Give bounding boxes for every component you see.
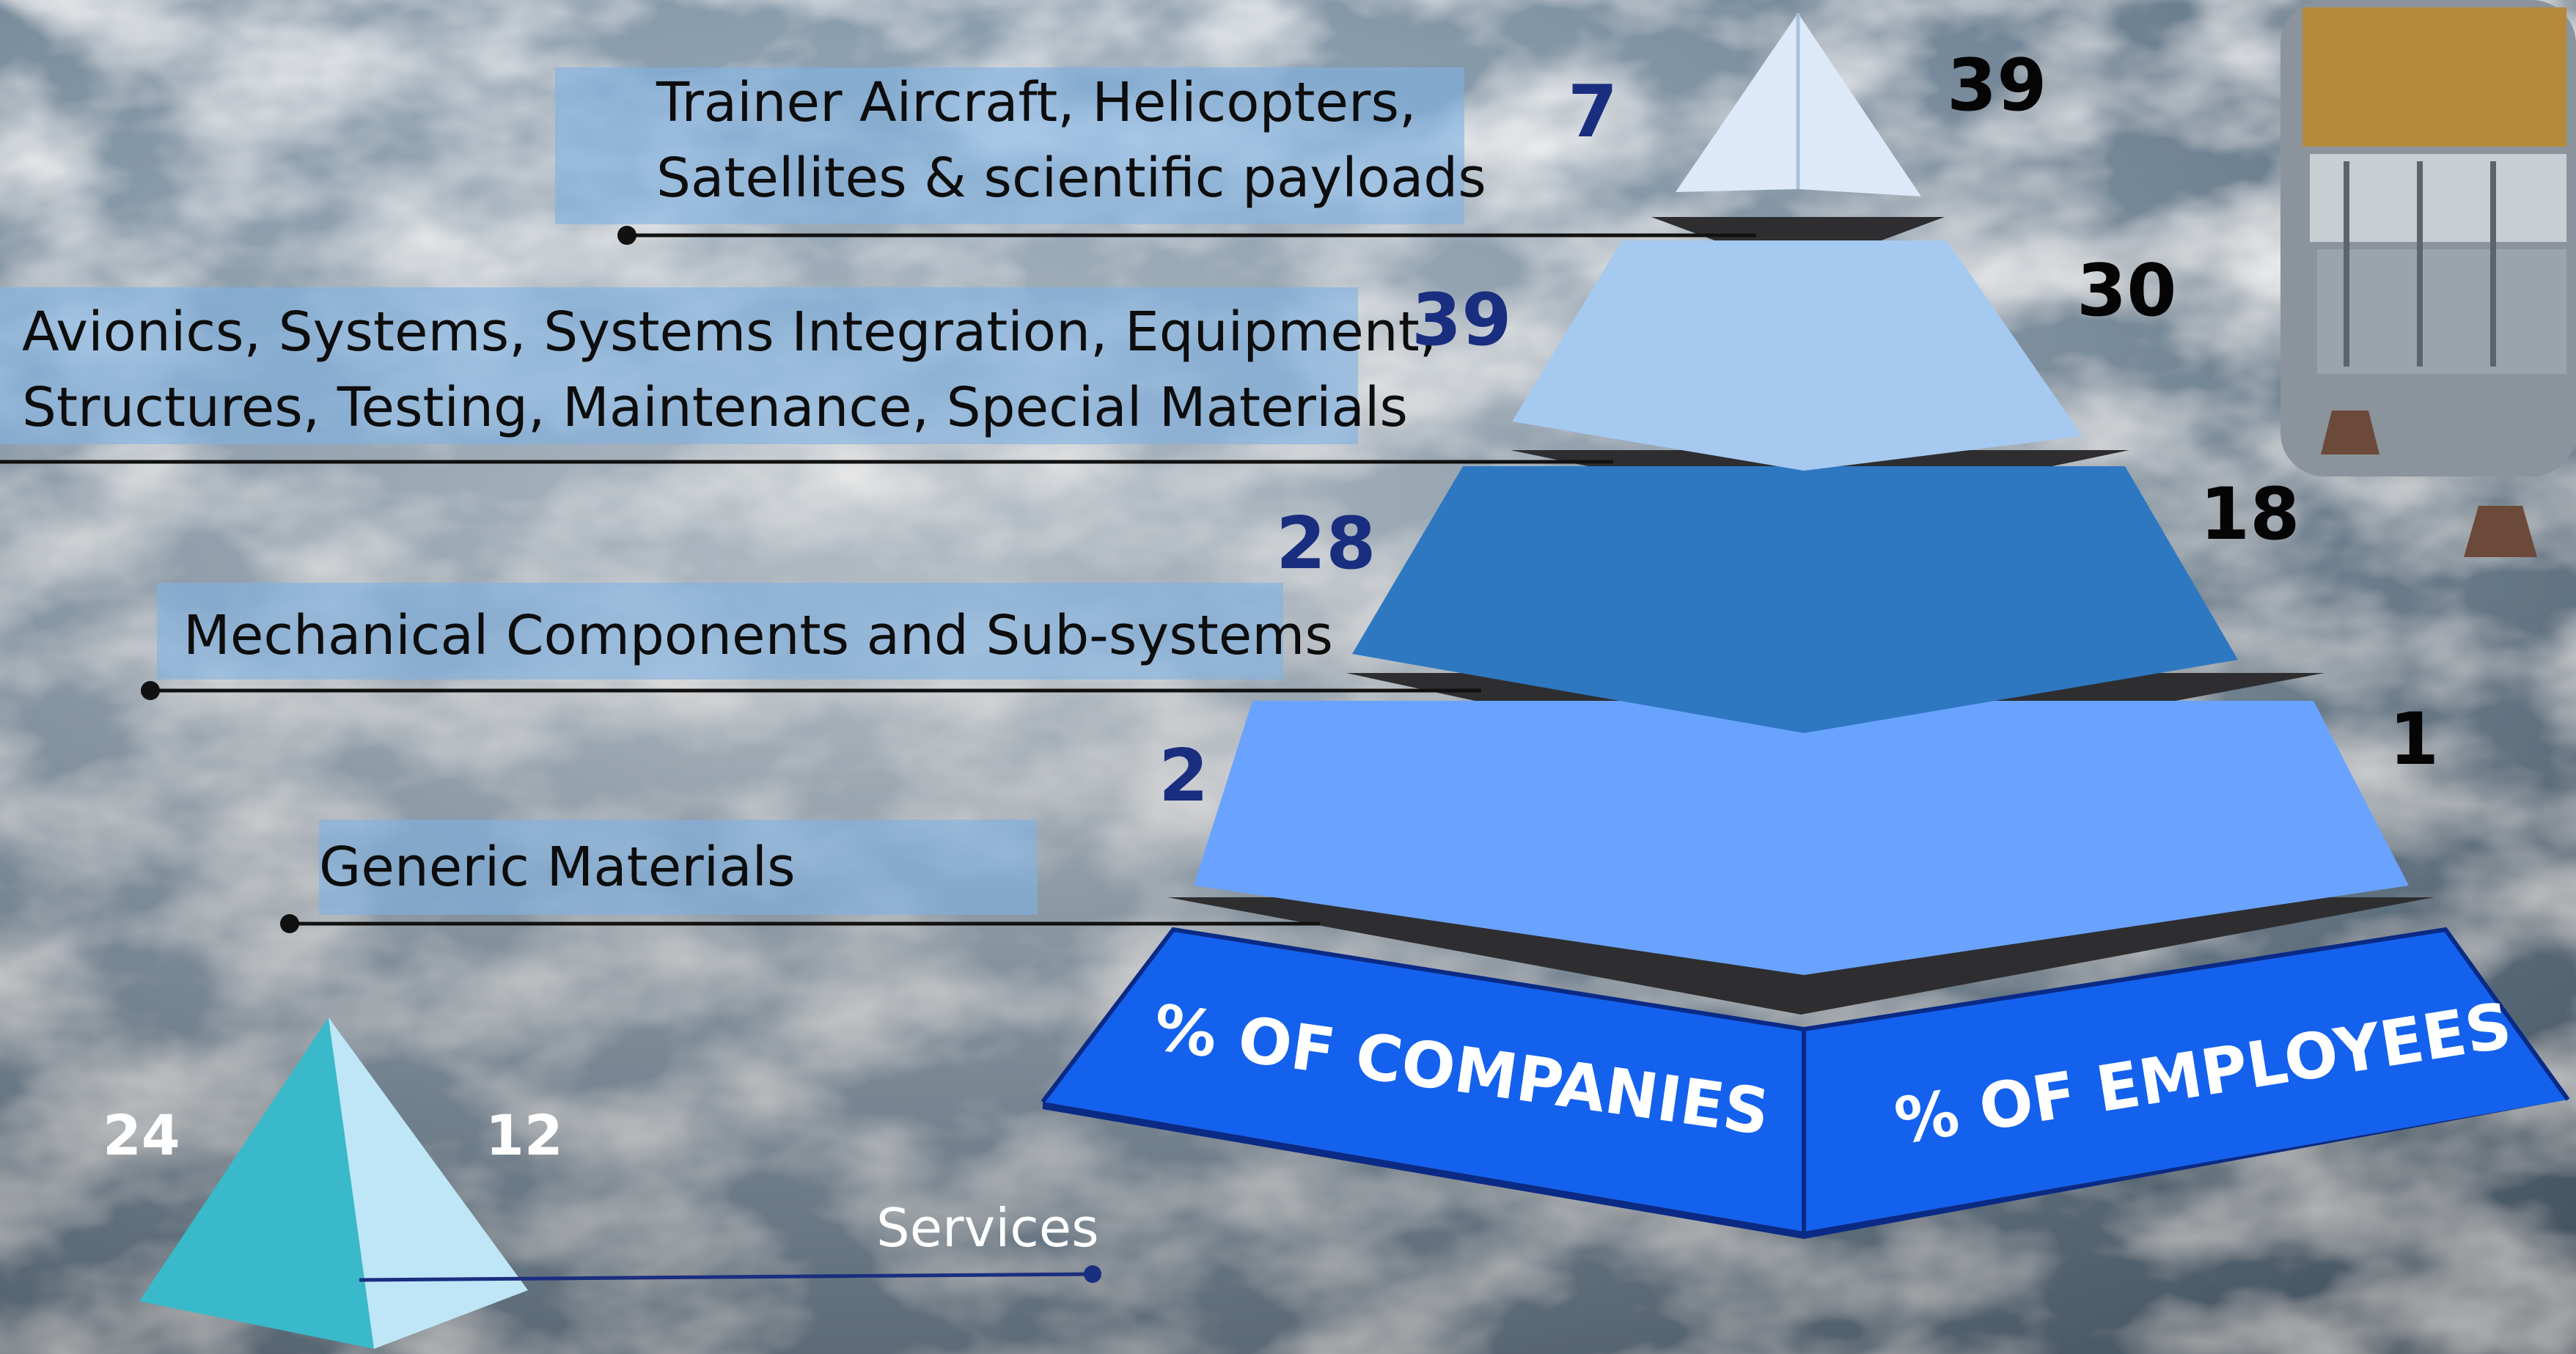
label-2: Avionics, Systems, Systems Integration, … [0,287,1613,464]
tier-generic-materials [1194,701,2409,975]
label-1-line-1: Trainer Aircraft, Helicopters, [656,71,1417,134]
tier-trainer-aircraft [1676,13,1921,196]
services-employees-pct: 12 [485,1103,563,1168]
label-4: Generic Materials [280,820,1320,933]
label-1-line-2: Satellites & scientific payloads [656,147,1486,210]
tier-avionics-systems [1512,240,2083,471]
tier-3-companies-pct: 28 [1276,502,1376,586]
tier-2-employees-pct: 30 [2077,249,2176,333]
companies-percentages: 7 39 28 2 [1159,70,1618,818]
tier-1-employees-pct: 39 [1947,44,2047,128]
tier-4-companies-pct: 2 [1159,735,1208,818]
services-companies-pct: 24 [103,1103,180,1168]
services-label: Services [876,1197,1099,1259]
tier-4-employees-pct: 1 [2389,698,2439,781]
tier-3-employees-pct: 18 [2200,473,2300,556]
label-4-text: Generic Materials [319,836,796,899]
label-2-line-2: Structures, Testing, Maintenance, Specia… [22,376,1408,439]
pyramid-base: % OF COMPANIES % OF EMPLOYEES [1041,927,2570,1239]
tier-mechanical-components [1352,466,2238,733]
label-3: Mechanical Components and Sub-systems [141,583,1481,700]
employees-percentages: 39 30 18 1 [1947,44,2439,781]
label-2-line-1: Avionics, Systems, Systems Integration, … [22,301,1436,364]
label-1: Trainer Aircraft, Helicopters, Satellite… [555,67,1756,245]
label-3-text: Mechanical Components and Sub-systems [183,604,1333,667]
satellite-image [2280,0,2576,557]
services-pyramid: 24 12 Services [103,1018,1101,1349]
tier-2-companies-pct: 39 [1412,279,1511,362]
tier-1-companies-pct: 7 [1568,70,1618,154]
